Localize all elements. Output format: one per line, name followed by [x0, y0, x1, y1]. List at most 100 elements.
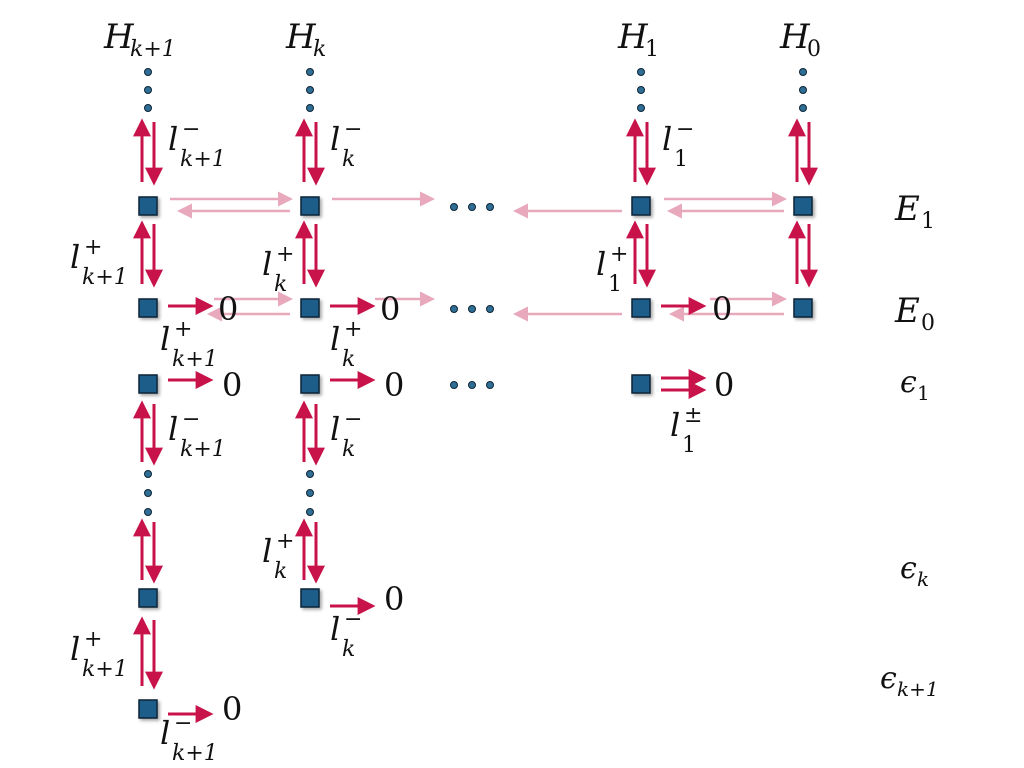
svg-text:0: 0	[807, 37, 821, 62]
zero-label: 0	[222, 690, 242, 728]
svg-text:+: +	[84, 627, 102, 652]
svg-text:l: l	[330, 610, 340, 648]
row-label-e-1: E 1	[894, 189, 935, 234]
svg-text:l: l	[160, 320, 170, 358]
zero-labels: 0 0 0 0 0 0 0 0	[218, 290, 734, 728]
operator-label: l − k	[330, 607, 362, 662]
dots-top-col-3	[637, 68, 645, 112]
dots-top-col-4	[799, 68, 807, 112]
svg-text:+: +	[276, 242, 294, 267]
svg-text:k: k	[342, 347, 355, 372]
svg-text:l: l	[330, 410, 340, 448]
svg-text:ϵ: ϵ	[880, 661, 897, 696]
svg-text:l: l	[596, 245, 606, 283]
svg-text:l: l	[70, 238, 80, 276]
ellipsis-e1	[450, 203, 494, 211]
svg-text:l: l	[330, 120, 340, 158]
svg-text:1: 1	[674, 147, 688, 172]
node	[138, 196, 158, 216]
zero-label: 0	[222, 366, 242, 404]
svg-text:l: l	[168, 410, 178, 448]
svg-text:ϵ: ϵ	[900, 551, 917, 586]
row-label-e-0: E 0	[894, 291, 935, 336]
svg-text:k: k	[917, 567, 929, 591]
operator-label: l + k+1	[160, 317, 218, 372]
operator-label: l − k	[330, 407, 362, 462]
node	[631, 374, 651, 394]
dots-top-col-1	[144, 68, 152, 112]
svg-text:1: 1	[608, 272, 622, 297]
svg-text:0: 0	[921, 311, 935, 336]
node	[300, 298, 320, 318]
node	[138, 374, 158, 394]
dots-mid-col-2	[306, 470, 314, 516]
svg-text:+: +	[610, 242, 628, 267]
svg-text:−: −	[344, 117, 362, 142]
svg-text:k: k	[274, 559, 287, 584]
column-header-h-1: H 1	[617, 17, 659, 62]
operator-label: l − k	[330, 117, 362, 172]
svg-text:l: l	[670, 406, 680, 444]
svg-text:−: −	[344, 607, 362, 632]
ellipsis-epsilon-1	[450, 381, 494, 389]
operator-label: l + 1	[596, 242, 628, 297]
svg-text:−: −	[174, 711, 192, 736]
row-label-epsilon-1: ϵ 1	[900, 365, 930, 405]
operator-label: l − k+1	[168, 407, 226, 462]
zero-arrows	[168, 297, 707, 723]
node	[138, 699, 158, 719]
svg-text:+: +	[84, 235, 102, 260]
column-header-h-0: H 0	[779, 17, 821, 62]
node	[631, 196, 651, 216]
svg-text:ϵ: ϵ	[900, 365, 917, 400]
svg-text:k+1: k+1	[180, 147, 226, 172]
svg-text:k: k	[274, 272, 287, 297]
svg-text:1: 1	[682, 433, 696, 458]
vertical-arrows	[133, 118, 818, 690]
dots-mid-col-1	[144, 470, 152, 516]
zero-label: 0	[380, 290, 400, 328]
svg-text:±: ±	[684, 403, 702, 428]
operator-label: l + k	[330, 317, 362, 372]
svg-text:−: −	[676, 117, 694, 142]
node	[300, 374, 320, 394]
svg-text:H: H	[285, 17, 317, 57]
svg-text:E: E	[894, 291, 920, 331]
ellipsis-e0	[450, 305, 494, 313]
zero-label: 0	[714, 366, 734, 404]
node	[300, 196, 320, 216]
operator-label: l − k+1	[168, 117, 226, 172]
svg-text:k+1: k+1	[130, 37, 176, 62]
svg-text:k: k	[342, 637, 355, 662]
svg-text:1: 1	[645, 37, 659, 62]
column-header-h-k: H k	[285, 17, 326, 62]
node	[138, 588, 158, 608]
operator-label: l − k+1	[160, 711, 218, 766]
node	[631, 298, 651, 318]
svg-text:l: l	[262, 532, 272, 570]
svg-text:l: l	[168, 120, 178, 158]
svg-text:l: l	[70, 630, 80, 668]
column-header-h-k-plus-1: H k+1	[103, 17, 176, 62]
svg-text:k+1: k+1	[82, 265, 128, 290]
svg-text:1: 1	[917, 381, 930, 405]
zero-label: 0	[384, 580, 404, 618]
zero-label: 0	[384, 366, 404, 404]
node	[793, 298, 813, 318]
svg-text:l: l	[160, 714, 170, 752]
svg-text:+: +	[174, 317, 192, 342]
svg-text:l: l	[262, 245, 272, 283]
node	[793, 196, 813, 216]
faint-arrows-e1	[170, 191, 787, 219]
svg-text:−: −	[344, 407, 362, 432]
node	[300, 588, 320, 608]
node	[138, 298, 158, 318]
svg-text:+: +	[344, 317, 362, 342]
svg-text:−: −	[182, 117, 200, 142]
svg-text:H: H	[617, 17, 649, 57]
svg-text:l: l	[330, 320, 340, 358]
svg-text:1: 1	[921, 209, 935, 234]
svg-text:k: k	[313, 37, 326, 62]
svg-text:l: l	[662, 120, 672, 158]
